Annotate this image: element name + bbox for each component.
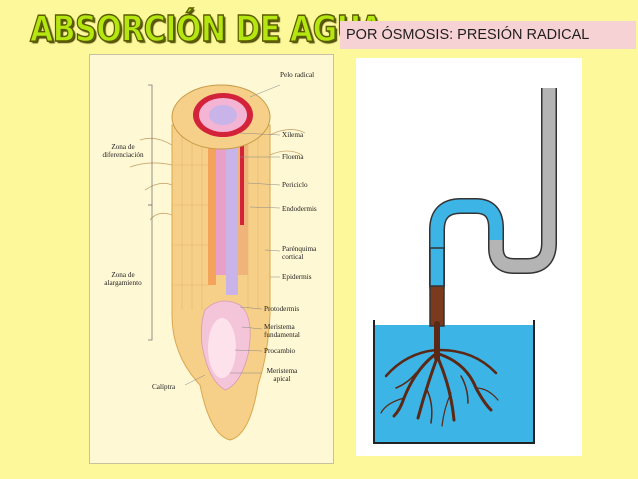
subtitle-banner: POR ÓSMOSIS: PRESIÓN RADICAL	[340, 21, 636, 49]
label-epidermis: Epidermis	[282, 273, 312, 281]
water-in-beaker	[375, 325, 533, 442]
label-floema: Floema	[282, 153, 304, 161]
label-parenquima-cortical: Parénquima cortical	[282, 245, 317, 261]
label-protodermis: Protodermis	[264, 305, 300, 313]
label-meristema-apical: Meristema apical	[266, 367, 298, 383]
label-periciclo: Periciclo	[282, 181, 308, 189]
root-illustration	[129, 84, 306, 441]
label-endodermis: Endodermis	[282, 205, 317, 213]
label-zona-alargamiento: Zona de alargamiento	[104, 271, 142, 287]
label-meristema-fundamental: Meristema fundamental	[264, 323, 300, 339]
label-pelo-radical: Pelo radical	[280, 71, 315, 79]
root-pressure-experiment	[356, 58, 582, 456]
root-anatomy-diagram: Pelo radical Xilema Floema Periciclo End…	[89, 54, 334, 464]
label-zona-diferenciacion: Zona de diferenciación	[102, 143, 144, 159]
page-title: ABSORCIÓN DE AGUA	[29, 8, 383, 51]
label-caliptra: Calíptra	[152, 383, 176, 391]
label-xilema: Xilema	[282, 131, 304, 139]
experiment-illustration	[373, 88, 557, 444]
label-procambio: Procambio	[264, 347, 296, 355]
